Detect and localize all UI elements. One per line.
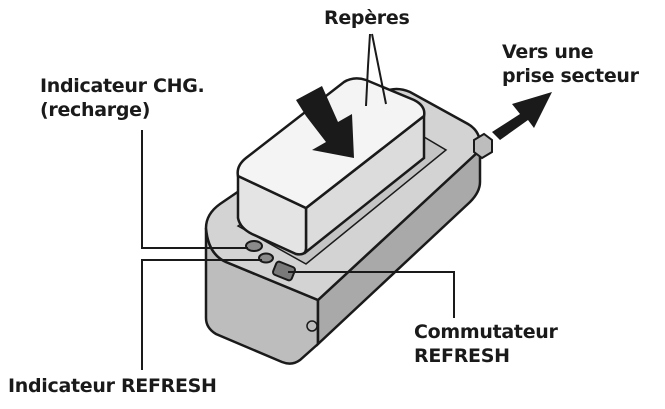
label-chg-indicator: Indicateur CHG. (recharge)	[40, 74, 205, 122]
label-refresh-indicator-text: Indicateur REFRESH	[8, 375, 217, 397]
leader-commutateur	[288, 271, 455, 318]
plug	[473, 132, 493, 160]
leader-reperes-right	[371, 33, 387, 105]
refresh-switch	[272, 260, 296, 282]
refresh-indicator-led	[258, 252, 274, 264]
label-reperes-text: Repères	[324, 7, 410, 29]
label-prise-line1: Vers une	[502, 41, 594, 63]
label-refresh-switch: Commutateur REFRESH	[414, 320, 558, 368]
label-refresh-indicator: Indicateur REFRESH	[8, 374, 217, 398]
label-commutateur-line1: Commutateur	[414, 321, 558, 343]
leader-refresh-indicator	[141, 259, 262, 370]
label-reperes: Repères	[324, 6, 410, 30]
arrow-up-right-icon	[492, 92, 552, 140]
battery-front	[236, 174, 308, 256]
chg-indicator-led	[245, 240, 263, 252]
label-chg-line2: (recharge)	[40, 99, 151, 121]
label-prise-secteur: Vers une prise secteur	[502, 40, 639, 88]
leader-reperes-left	[365, 33, 371, 107]
charger-logo-mark	[306, 320, 318, 332]
leader-chg	[141, 130, 248, 249]
label-commutateur-line2: REFRESH	[414, 345, 510, 367]
label-prise-line2: prise secteur	[502, 65, 639, 87]
charger-side-face	[316, 147, 482, 347]
label-chg-line1: Indicateur CHG.	[40, 75, 205, 97]
arrow-down-right-icon	[296, 86, 354, 158]
